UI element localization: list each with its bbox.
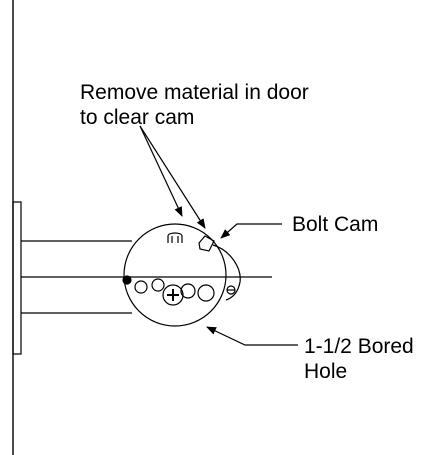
- bored-hole-label-line1: 1-1/2 Bored: [304, 335, 414, 358]
- bolt-cam-arrow: [220, 223, 282, 239]
- bolt-cam-label: Bolt Cam: [292, 213, 379, 236]
- remove-material-label-line1: Remove material in door: [80, 81, 309, 104]
- bored-hole-circle: [123, 223, 227, 327]
- latch-housing: [21, 240, 132, 314]
- cam-outline: [212, 244, 241, 301]
- remove-material-arrow-2: [139, 125, 206, 229]
- bored-hole-label-line2: Hole: [304, 360, 348, 383]
- remove-material-label-line2: to clear cam: [80, 106, 195, 129]
- face-plate: [12, 201, 22, 355]
- lock-mechanism: [122, 232, 236, 306]
- bored-hole-arrow: [206, 326, 298, 346]
- remove-material-arrow-1: [139, 125, 183, 217]
